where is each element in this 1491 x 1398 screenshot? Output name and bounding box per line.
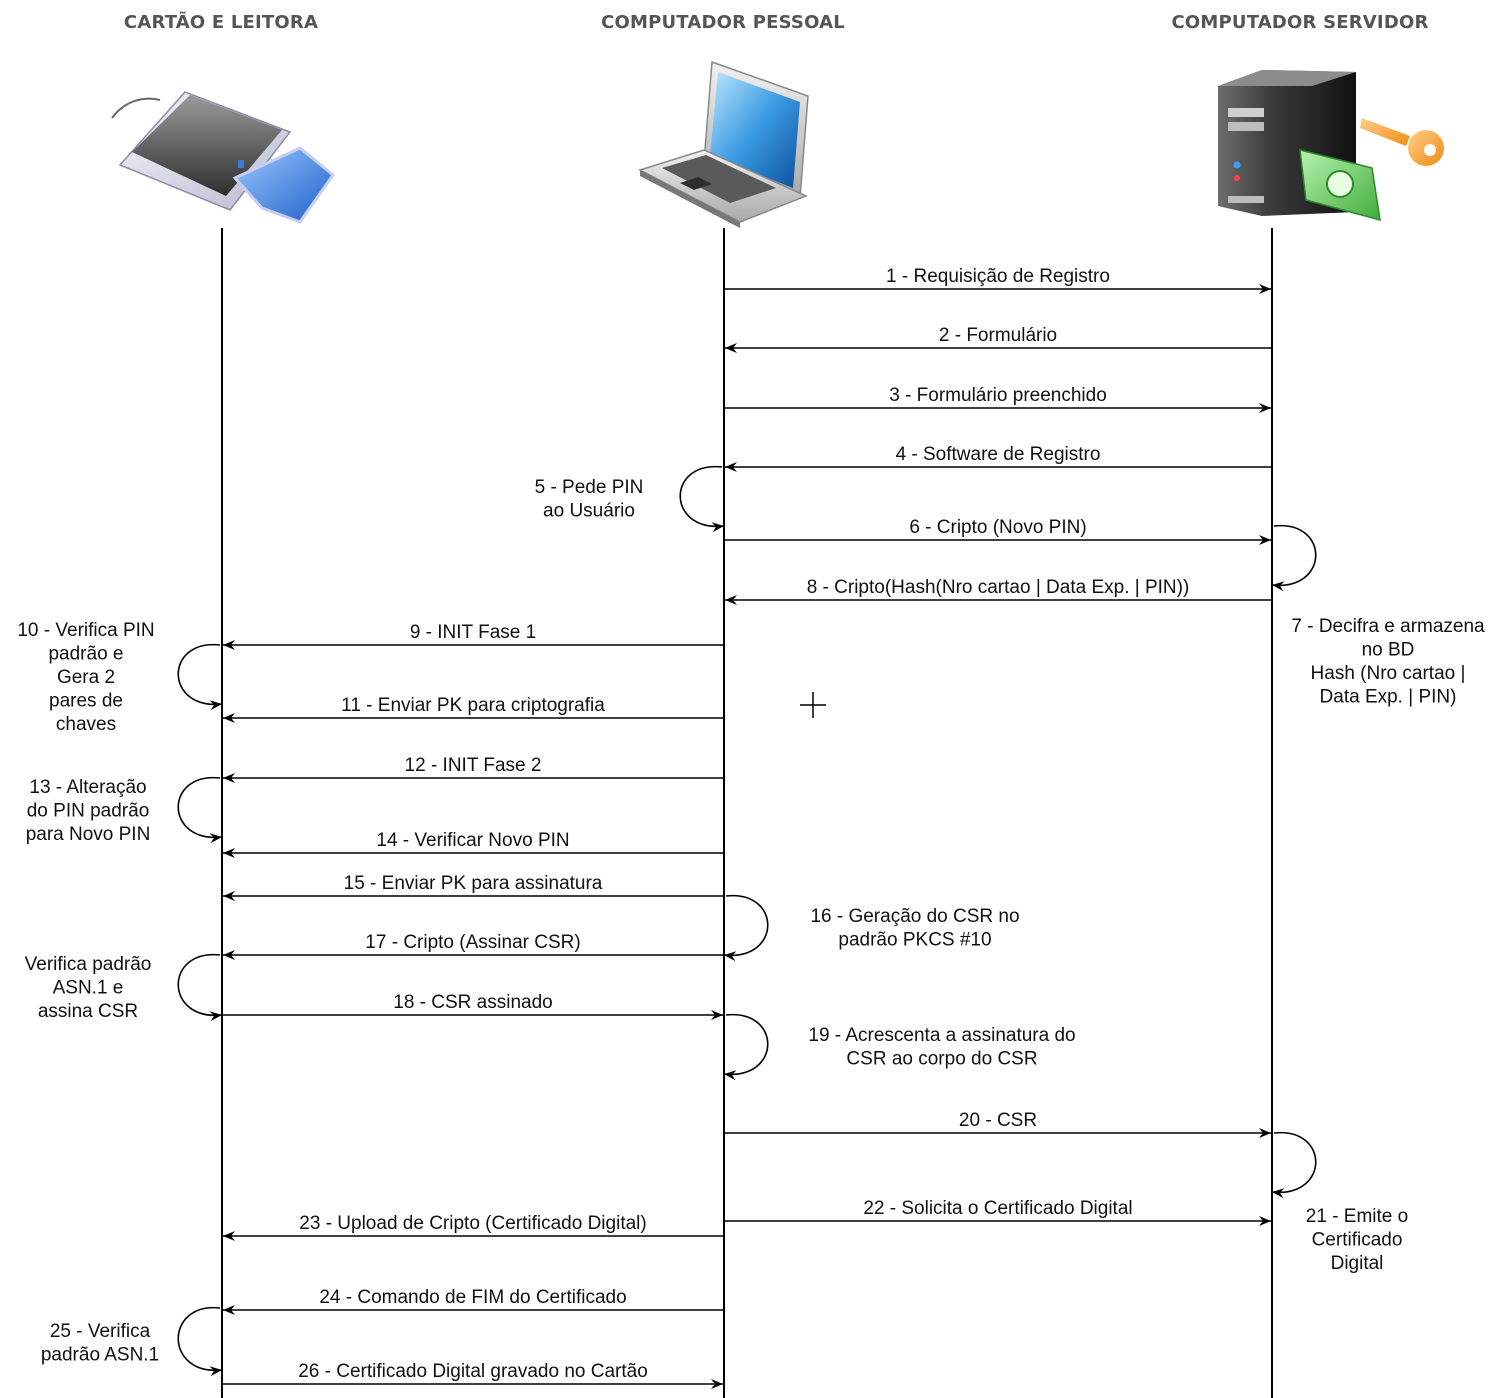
self-loop-arrow <box>723 1014 769 1081</box>
message-label: 22 - Solicita o Certificado Digital <box>863 1198 1132 1219</box>
message-label: 24 - Comando de FIM do Certificado <box>319 1287 626 1308</box>
message-label: 26 - Certificado Digital gravado no Cart… <box>298 1361 648 1382</box>
message-label: 6 - Cripto (Novo PIN) <box>909 517 1086 538</box>
message-label: 23 - Upload de Cripto (Certificado Digit… <box>299 1213 646 1234</box>
lane-title-card: CARTÃO E LEITORA <box>123 12 319 33</box>
message-label: 1 - Requisição de Registro <box>886 266 1110 287</box>
crosshair-cursor-icon <box>800 692 826 718</box>
self-loop-arrow <box>1271 1132 1317 1199</box>
message-label: 15 - Enviar PK para assinatura <box>344 873 603 894</box>
lane-title-pc: COMPUTADOR PESSOAL <box>601 12 845 33</box>
self-loop-arrow <box>177 777 223 844</box>
laptop-icon <box>638 60 809 228</box>
message-label: 20 - CSR <box>959 1110 1037 1131</box>
self-loop-arrow <box>177 644 223 711</box>
self-loop-arrow <box>679 466 725 533</box>
message-label: 17 - Cripto (Assinar CSR) <box>365 932 580 953</box>
self-loop-arrow <box>723 895 769 962</box>
message-label: 14 - Verificar Novo PIN <box>376 830 569 851</box>
lifelines <box>221 228 1273 1398</box>
message-label: 8 - Cripto(Hash(Nro cartao | Data Exp. |… <box>807 577 1190 598</box>
message-label: 18 - CSR assinado <box>393 992 552 1013</box>
message-label: 2 - Formulário <box>939 325 1057 346</box>
message-label: 3 - Formulário preenchido <box>889 385 1107 406</box>
message-label: 9 - INIT Fase 1 <box>410 622 536 643</box>
message-label: 12 - INIT Fase 2 <box>405 755 542 776</box>
server-icon <box>1218 70 1444 222</box>
message-label: 11 - Enviar PK para criptografia <box>341 695 605 716</box>
message-label: 4 - Software de Registro <box>896 444 1101 465</box>
self-loop-arrow <box>177 954 223 1022</box>
messages: 1 - Requisição de Registro 2 - Formulário… <box>222 266 1272 1389</box>
card-reader-icon <box>111 91 336 224</box>
self-loop-arrow <box>1271 525 1317 592</box>
self-loop-arrow <box>177 1307 223 1377</box>
lane-title-server: COMPUTADOR SERVIDOR <box>1171 12 1429 33</box>
